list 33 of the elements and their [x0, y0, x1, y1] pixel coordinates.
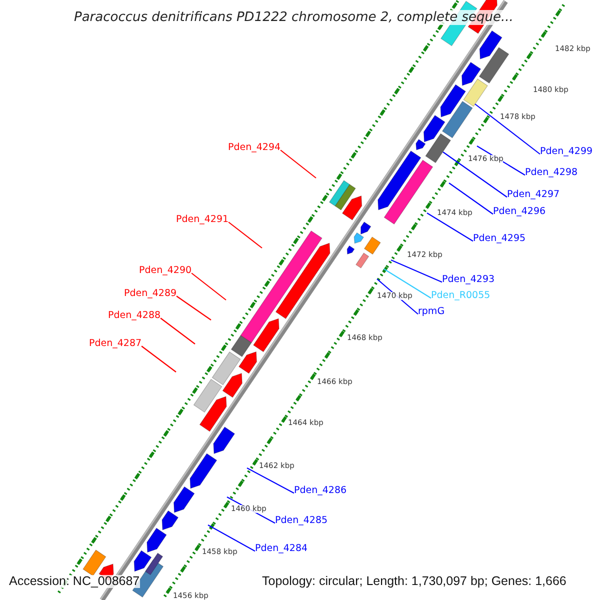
gene-label: Pden_4297 — [507, 190, 560, 200]
leader-line — [176, 296, 212, 320]
gene-label: Pden_4290 — [139, 266, 192, 276]
gene-label: rpmG — [418, 307, 445, 316]
leader-line — [191, 272, 226, 300]
leader-line — [448, 182, 494, 215]
leader-line — [384, 268, 432, 299]
gene-label: Pden_4293 — [442, 275, 495, 284]
gene-label: Pden_4286 — [294, 486, 347, 496]
leader-line — [390, 260, 442, 283]
gene-label: Pden_4298 — [525, 168, 578, 178]
accession-text: Accession: NC_008687 — [9, 575, 140, 588]
gene-label: Pden_4285 — [275, 516, 328, 526]
gene-label: Pden_4291 — [176, 215, 229, 224]
gene-label: Pden_4289 — [124, 289, 177, 298]
leader-line — [246, 468, 294, 494]
leader-line — [208, 524, 256, 552]
leader-line — [280, 150, 316, 178]
leader-line — [228, 222, 262, 248]
gene-label: Pden_R0055 — [431, 291, 490, 300]
gene-label: Pden_4299 — [540, 147, 593, 156]
gene-label: Pden_4288 — [108, 311, 161, 320]
leader-line — [160, 318, 196, 344]
summary-text: Topology: circular; Length: 1,730,097 bp; Genes: 1,666 — [262, 575, 566, 588]
gene-label: Pden_4296 — [493, 207, 546, 216]
leader-line — [141, 346, 176, 372]
gene-label: Pden_4287 — [89, 339, 142, 348]
leader-line — [426, 212, 474, 242]
gene-label: Pden_4284 — [255, 544, 308, 554]
leader-line — [474, 104, 540, 155]
leader-line — [442, 152, 508, 198]
gene-label: Pden_4294 — [228, 143, 281, 152]
gene-label: Pden_4295 — [473, 234, 526, 244]
